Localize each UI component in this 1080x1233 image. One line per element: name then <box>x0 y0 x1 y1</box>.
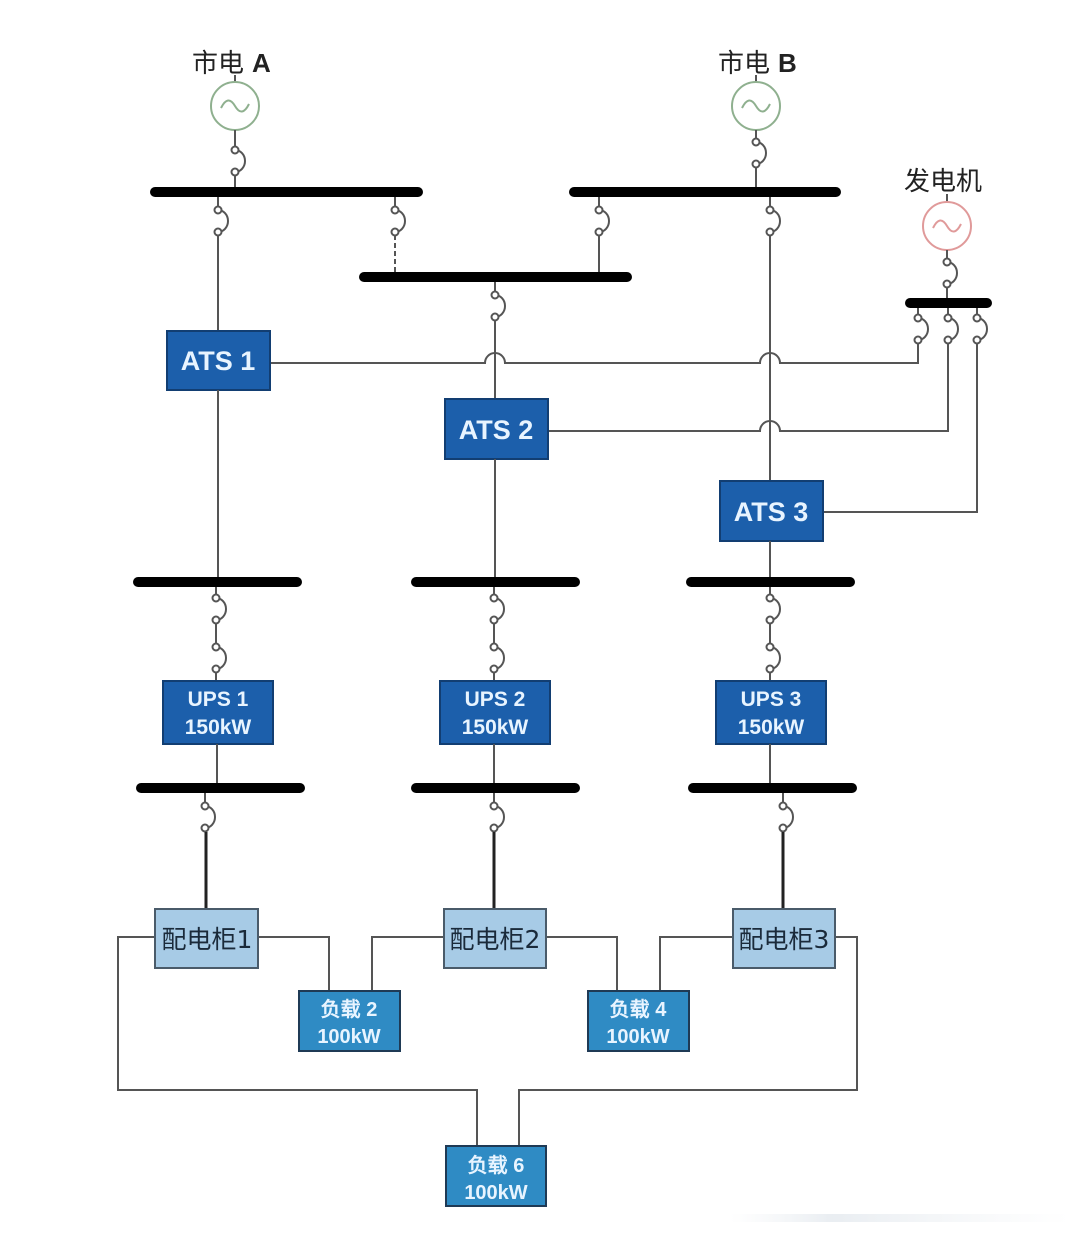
cabinet-2-to-load-2-wire <box>371 936 444 991</box>
svg-text:100kW: 100kW <box>464 1182 527 1204</box>
svg-text:ATS 1: ATS 1 <box>181 346 256 376</box>
bus-a-tie-breaker-icon <box>390 197 406 272</box>
generator-ac-source-icon <box>922 194 972 251</box>
ats-2-box[interactable]: ATS 2 <box>444 398 549 460</box>
svg-text:配电柜1: 配电柜1 <box>162 925 253 954</box>
generator-to-ats1-wire <box>270 343 919 364</box>
cabinet-3-to-load-6-wire <box>518 936 858 1146</box>
cabinet-2-breaker-icon <box>489 793 505 909</box>
svg-text:100kW: 100kW <box>317 1026 380 1048</box>
ats-1-box[interactable]: ATS 1 <box>166 330 271 391</box>
bus-a-feeder-breaker-icon <box>213 197 229 330</box>
ups-2-box[interactable]: UPS 2 150kW <box>439 680 551 745</box>
cabinet-2-to-load-4-wire <box>546 936 618 991</box>
grid-a-breaker-icon <box>230 130 246 192</box>
cabinet-3-to-load-4-wire <box>659 936 733 991</box>
svg-text:负载 2: 负载 2 <box>321 997 378 1021</box>
svg-text:UPS 3: UPS 3 <box>741 688 802 711</box>
grid-b-breaker-icon <box>751 130 767 192</box>
generator-label: 发电机 <box>904 167 982 197</box>
grid-a-ac-source-icon <box>210 75 260 131</box>
svg-text:负载 4: 负载 4 <box>610 997 668 1021</box>
ats-3-box[interactable]: ATS 3 <box>719 480 824 542</box>
generator-to-ats3-wire <box>824 343 978 513</box>
svg-text:150kW: 150kW <box>185 716 252 739</box>
cabinet-1-to-load-6-wire <box>117 936 478 1146</box>
svg-text:150kW: 150kW <box>462 716 529 739</box>
generator-breaker-icon <box>942 250 958 302</box>
svg-text:配电柜3: 配电柜3 <box>739 925 830 954</box>
svg-text:ATS 3: ATS 3 <box>734 497 809 527</box>
cabinet-3-breaker-icon <box>778 793 794 909</box>
cabinet-3-box[interactable]: 配电柜3 <box>732 908 836 969</box>
cabinet-2-box[interactable]: 配电柜2 <box>443 908 547 969</box>
load-6-box[interactable]: 负载 6 100kW <box>445 1145 547 1207</box>
svg-text:配电柜2: 配电柜2 <box>450 925 541 954</box>
tie-bus-feeder-breaker-icon <box>490 282 506 399</box>
ups-1-input-breakers-icon <box>211 587 227 681</box>
cabinet-1-breaker-icon <box>200 793 216 909</box>
bottom-shadow <box>730 1214 1070 1222</box>
svg-text:100kW: 100kW <box>606 1026 669 1048</box>
svg-text:UPS 1: UPS 1 <box>188 688 249 711</box>
bus-b-tie-breaker-icon <box>594 197 610 272</box>
ups-3-input-breakers-icon <box>765 587 781 681</box>
cabinet-1-box[interactable]: 配电柜1 <box>154 908 259 969</box>
load-2-box[interactable]: 负载 2 100kW <box>298 990 401 1052</box>
svg-text:负载 6: 负载 6 <box>468 1153 525 1177</box>
load-4-box[interactable]: 负载 4 100kW <box>587 990 690 1052</box>
ups-2-input-breakers-icon <box>489 587 505 681</box>
svg-text:150kW: 150kW <box>738 716 805 739</box>
bus-b-feeder-breaker-icon <box>765 197 781 481</box>
generator-to-ats2-wire <box>549 343 949 432</box>
cabinet-1-to-load-2-wire <box>258 936 330 991</box>
generator-feeder-breakers-icon <box>913 308 988 345</box>
svg-text:ATS 2: ATS 2 <box>459 415 534 445</box>
grid-b-ac-source-icon <box>731 75 781 131</box>
ups-1-box[interactable]: UPS 1 150kW <box>162 680 274 745</box>
svg-text:UPS 2: UPS 2 <box>465 688 526 711</box>
ups-3-box[interactable]: UPS 3 150kW <box>715 680 827 745</box>
